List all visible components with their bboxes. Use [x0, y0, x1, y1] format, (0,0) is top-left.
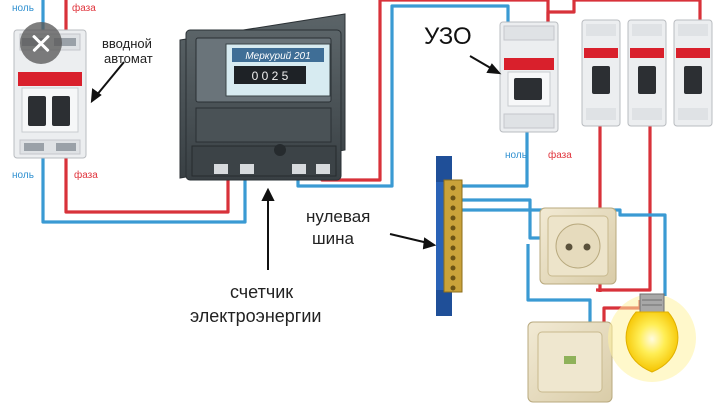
neutral-wire-meter-rcd: [296, 4, 510, 188]
label-phase-top: фаза: [72, 2, 96, 14]
label-neutral-bus-line2: шина: [312, 229, 355, 248]
labels: ноль фаза ноль фаза вводной автомат УЗО …: [12, 2, 572, 326]
meter-digits: 0 0 2 5: [252, 69, 289, 83]
neutral-wire-socket-switch: [526, 244, 592, 322]
annotation-arrows: [90, 55, 502, 270]
phase-wire-rcd-breakers: [546, 0, 702, 22]
neutral-wire-rcd-bus: [450, 132, 529, 188]
electricity-meter: Меркурий 201 0 0 2 5: [179, 13, 346, 181]
label-neutral-top: ноль: [12, 3, 34, 14]
light-switch: [527, 321, 613, 403]
label-phase-breaker-bottom: фаза: [74, 169, 98, 181]
neutral-bus: [436, 156, 463, 316]
breaker-3: [673, 19, 713, 127]
label-input-breaker-line1: вводной: [102, 36, 152, 51]
light-bulb: [608, 293, 696, 382]
label-neutral-rcd: ноль: [505, 150, 527, 161]
meter-brand: Меркурий 201: [245, 51, 310, 62]
label-neutral-breaker-bottom: ноль: [12, 170, 34, 181]
wall-socket: [539, 207, 617, 285]
breaker-2: [627, 19, 667, 127]
breaker-group: [581, 19, 713, 127]
arrow-input-breaker: [95, 61, 125, 97]
label-rcd: УЗО: [424, 23, 472, 50]
neutral-wire-breaker-meter: [41, 158, 247, 224]
phase-wire-breaker-meter: [64, 158, 230, 214]
label-meter-line1: счетчик: [230, 282, 293, 302]
neutral-wire-bus-socket: [458, 198, 540, 240]
label-meter-line2: электроэнергии: [190, 306, 321, 326]
label-input-breaker-line2: автомат: [104, 51, 153, 66]
arrow-neutral-bus: [389, 233, 429, 244]
rcd-device: [499, 21, 559, 133]
label-phase-rcd: фаза: [548, 149, 572, 161]
breaker-1: [581, 19, 621, 127]
close-icon[interactable]: [20, 22, 62, 64]
label-neutral-bus-line1: нулевая: [306, 207, 370, 226]
phase-wire-to-socket: [596, 125, 652, 292]
